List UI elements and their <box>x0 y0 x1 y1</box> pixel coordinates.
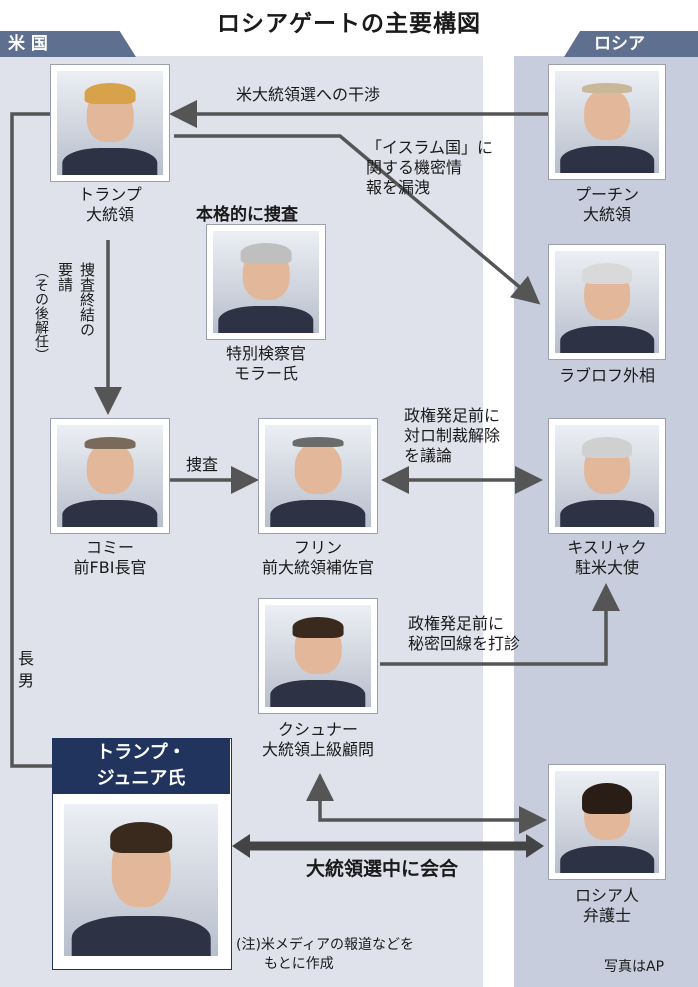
kushner-title: 大統領上級顧問 <box>261 740 374 759</box>
mueller-name: モラー氏 <box>233 364 298 383</box>
son-relation-char2: 男 <box>18 671 35 690</box>
photo-credit: 写真はAP <box>604 959 665 975</box>
trump-name: トランプ <box>78 185 142 204</box>
comey-flynn-relation: 捜査 <box>186 455 219 474</box>
trump-title: 大統領 <box>85 205 134 224</box>
kushner-kislyak-line1: 政権発足前に <box>408 614 505 633</box>
footnote: (注)米メディアの報道などを もとに作成 <box>236 936 414 974</box>
putin-trump-relation: 米大統領選への干渉 <box>236 85 381 104</box>
kislyak-label: キスリャク 駐米大使 <box>538 538 676 578</box>
lawyer-name: ロシア人 <box>574 886 639 905</box>
putin-label: プーチン 大統領 <box>548 185 666 225</box>
trump-photo <box>50 64 170 182</box>
meeting-relation: 大統領選中に会合 <box>306 858 459 880</box>
flynn-kislyak-line3: を議論 <box>404 446 453 465</box>
flynn-name: フリン <box>293 538 342 557</box>
lawyer-photo <box>548 764 666 880</box>
lavrov-label: ラブロフ外相 <box>558 366 655 385</box>
flynn-kislyak-line2: 対ロ制裁解除 <box>404 426 501 445</box>
son-relation-char1: 長 <box>18 649 35 668</box>
lavrov-photo <box>548 244 666 360</box>
flynn-title: 前大統領補佐官 <box>261 558 374 577</box>
kislyak-name: キスリャク <box>567 538 647 557</box>
kushner-photo <box>258 598 378 714</box>
trump-comey-relation-b: 要請 <box>56 262 74 292</box>
kushner-kislyak-relation: 政権発足前に 秘密回線を打診 <box>408 614 520 654</box>
line-trump-jr <box>10 112 52 768</box>
putin-photo <box>548 64 666 180</box>
kislyak-photo <box>548 418 666 534</box>
trump-lavrov-line3: 報を漏洩 <box>366 178 431 197</box>
son-relation: 長 男 <box>18 648 34 692</box>
flynn-kislyak-relation: 政権発足前に 対ロ制裁解除 を議論 <box>404 406 500 466</box>
trump-jr-photo <box>58 798 224 962</box>
lawyer-label: ロシア人 弁護士 <box>538 886 676 926</box>
trump-jr-title: トランプ・ ジュニア氏 <box>52 738 230 794</box>
comey-photo <box>50 418 170 534</box>
trump-comey-note: （その後解任） <box>33 264 49 362</box>
putin-name: プーチン <box>574 185 639 204</box>
footnote-line1: (注)米メディアの報道などを <box>236 937 414 953</box>
kushner-label: クシュナー 大統領上級顧問 <box>228 720 408 760</box>
comey-label: コミー 前FBI長官 <box>40 538 180 578</box>
diagram-title: ロシアゲートの主要構図 <box>217 11 481 37</box>
mueller-photo <box>206 224 326 340</box>
russia-region-tab: ロシア <box>564 31 698 57</box>
trump-jr-name-line2: ジュニア氏 <box>96 768 186 789</box>
arrow-kushner-lawyer <box>306 773 547 834</box>
us-region-tab: 米 国 <box>0 31 136 57</box>
mueller-title: 特別検察官 <box>225 344 306 363</box>
putin-title: 大統領 <box>582 205 631 224</box>
trump-lavrov-line2: 関する機密情 <box>366 158 463 177</box>
lawyer-title: 弁護士 <box>582 906 631 925</box>
flynn-photo <box>258 418 378 534</box>
trump-jr-name-line1: トランプ・ <box>96 742 186 763</box>
comey-name: コミー <box>85 538 134 557</box>
flynn-label: フリン 前大統領補佐官 <box>238 538 398 578</box>
trump-label: トランプ 大統領 <box>50 185 170 225</box>
arrow-meeting-right-head <box>526 834 544 858</box>
arrow-meeting-left-head <box>232 834 250 858</box>
trump-lavrov-line1: 「イスラム国」に <box>366 138 494 157</box>
mueller-heading: 本格的に捜査 <box>196 205 298 225</box>
trump-lavrov-relation: 「イスラム国」に 関する機密情 報を漏洩 <box>366 138 493 198</box>
footnote-line2: もとに作成 <box>264 956 334 972</box>
kushner-kislyak-line2: 秘密回線を打診 <box>408 634 521 653</box>
mueller-label: 特別検察官 モラー氏 <box>196 344 336 384</box>
kushner-name: クシュナー <box>277 720 358 739</box>
flynn-kislyak-line1: 政権発足前に <box>404 406 501 425</box>
trump-comey-relation-a: 捜査終結の <box>78 262 96 337</box>
arrow-trump-lavrov <box>174 134 541 305</box>
comey-title: 前FBI長官 <box>73 558 147 577</box>
kislyak-title: 駐米大使 <box>574 558 639 577</box>
arrow-kushner-kislyak <box>380 583 620 666</box>
